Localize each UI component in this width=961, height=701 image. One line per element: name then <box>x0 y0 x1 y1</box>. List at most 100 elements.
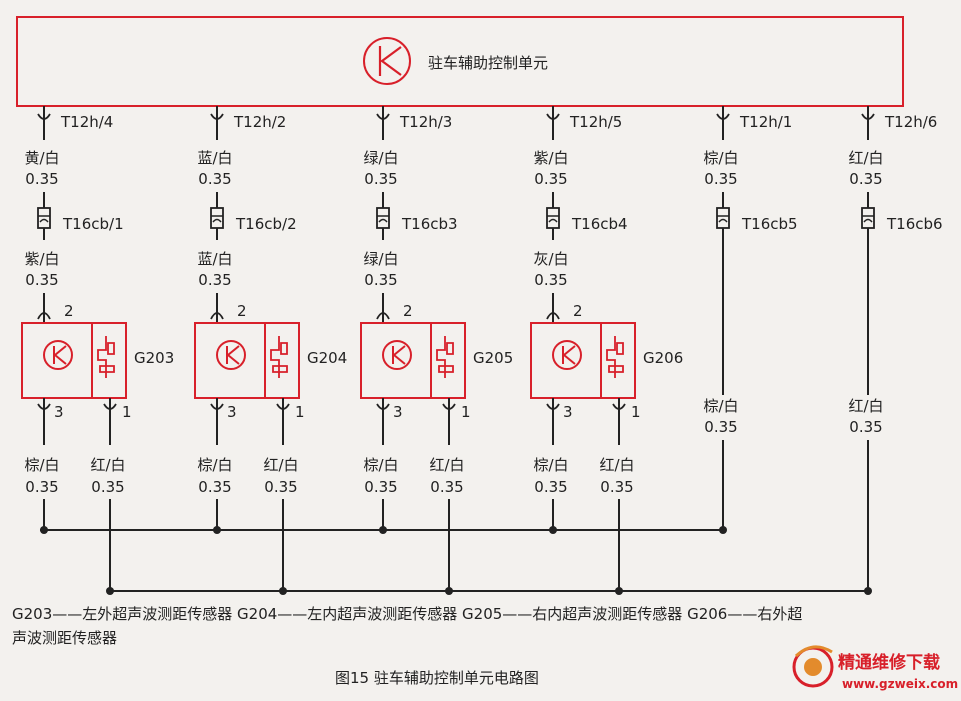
wire-gauge-right: 0.35 <box>91 478 124 496</box>
connector-label: T16cb6 <box>886 215 943 233</box>
sensor-pin-right: 1 <box>631 403 641 421</box>
sensor-pin-left: 3 <box>393 403 403 421</box>
sensor-G206: G206 <box>530 322 683 399</box>
sensor-pin-left: 3 <box>54 403 64 421</box>
control-unit: 驻车辅助控制单元 <box>16 16 904 107</box>
wire-gauge-top: 0.35 <box>704 170 737 188</box>
wire-color-top: 棕/白 <box>703 149 738 167</box>
sensor-box <box>194 322 300 399</box>
watermark-url: www.gzweix.com <box>842 677 958 691</box>
wire-gauge-left: 0.35 <box>364 478 397 496</box>
pin-label: T12h/4 <box>60 113 113 131</box>
pin-label: T12h/1 <box>739 113 792 131</box>
connector-icon <box>210 207 224 229</box>
sensor-box <box>360 322 466 399</box>
sensor-name: G206 <box>643 349 683 367</box>
terminal-fork-icon <box>546 403 560 410</box>
k-symbol-icon <box>552 340 582 370</box>
wire-gauge-bottom: 0.35 <box>849 418 882 436</box>
transducer-icon <box>436 336 454 378</box>
wire-color-right: 红/白 <box>263 456 298 474</box>
wire-color-top: 黄/白 <box>24 149 59 167</box>
terminal-fork-icon <box>716 113 730 120</box>
node-dot <box>445 587 453 595</box>
watermark-logo-icon <box>792 645 834 688</box>
watermark: 精通维修下载 www.gzweix.com <box>792 645 958 691</box>
k-symbol-icon <box>216 340 246 370</box>
terminal-fork-icon <box>276 403 290 410</box>
node-dot <box>106 587 114 595</box>
terminal-fork-icon <box>210 113 224 120</box>
sensor-G205: G205 <box>360 322 513 399</box>
node-dot <box>549 526 557 534</box>
figure-caption: 图15 驻车辅助控制单元电路图 <box>335 669 539 687</box>
wire-color-bottom: 棕/白 <box>703 397 738 415</box>
pin-label: T12h/6 <box>884 113 937 131</box>
sensor-G203: G203 <box>21 322 174 399</box>
terminal-fork-icon <box>442 403 456 410</box>
connector-icon <box>37 207 51 229</box>
terminal-fork-icon <box>103 403 117 410</box>
sensor-name: G203 <box>134 349 174 367</box>
wire-gauge-top: 0.35 <box>198 170 231 188</box>
wire-color-mid: 绿/白 <box>363 250 398 268</box>
wire-gauge-mid: 0.35 <box>364 271 397 289</box>
connector-label: T16cb3 <box>401 215 458 233</box>
bus-nodes <box>40 526 872 595</box>
wire-gauge-mid: 0.35 <box>534 271 567 289</box>
pin-label: T12h/2 <box>233 113 286 131</box>
terminal-fork-icon <box>546 113 560 120</box>
terminal-fork-icon <box>861 113 875 120</box>
terminal-arc-icon <box>37 312 51 320</box>
wire-color-mid: 蓝/白 <box>197 250 232 268</box>
sensor-pin-left: 3 <box>563 403 573 421</box>
control-unit-label: 驻车辅助控制单元 <box>428 54 548 72</box>
connector-icon <box>861 207 875 229</box>
sensor-pin-right: 1 <box>122 403 132 421</box>
terminal-fork-icon <box>376 403 390 410</box>
wire-gauge-bottom: 0.35 <box>704 418 737 436</box>
k-symbol-icon <box>382 340 412 370</box>
sensor-box <box>21 322 127 399</box>
wire-gauge-right: 0.35 <box>600 478 633 496</box>
sensor-pin-left: 3 <box>227 403 237 421</box>
node-dot <box>864 587 872 595</box>
wire-color-right: 红/白 <box>429 456 464 474</box>
terminal-fork-icon <box>37 113 51 120</box>
connector-label: T16cb4 <box>571 215 628 233</box>
terminal-fork-icon <box>210 403 224 410</box>
wire-color-left: 棕/白 <box>363 456 398 474</box>
node-dot <box>615 587 623 595</box>
wire-color-mid: 紫/白 <box>24 250 59 268</box>
sensor-pin-top: 2 <box>64 302 74 320</box>
wire-gauge-top: 0.35 <box>364 170 397 188</box>
transducer-icon <box>270 336 288 378</box>
bus-lines <box>40 529 868 592</box>
wire-gauge-left: 0.35 <box>25 478 58 496</box>
connector-label: T16cb/2 <box>235 215 297 233</box>
sensor-pin-top: 2 <box>237 302 247 320</box>
wire-color-right: 红/白 <box>90 456 125 474</box>
sensor-name: G205 <box>473 349 513 367</box>
connector-label: T16cb/1 <box>62 215 124 233</box>
legend-line-2: 声波测距传感器 <box>12 629 117 647</box>
terminal-arc-icon <box>376 312 390 320</box>
wire-gauge-left: 0.35 <box>198 478 231 496</box>
terminal-arc-icon <box>210 312 224 320</box>
wire-gauge-mid: 0.35 <box>198 271 231 289</box>
transducer-icon <box>606 336 624 378</box>
connector-label: T16cb5 <box>741 215 798 233</box>
sensor-G204: G204 <box>194 322 347 399</box>
terminal-fork-icon <box>612 403 626 410</box>
wire-gauge-top: 0.35 <box>25 170 58 188</box>
node-dot <box>40 526 48 534</box>
terminal-fork-icon <box>37 403 51 410</box>
wire-color-left: 棕/白 <box>197 456 232 474</box>
wire-gauge-left: 0.35 <box>534 478 567 496</box>
